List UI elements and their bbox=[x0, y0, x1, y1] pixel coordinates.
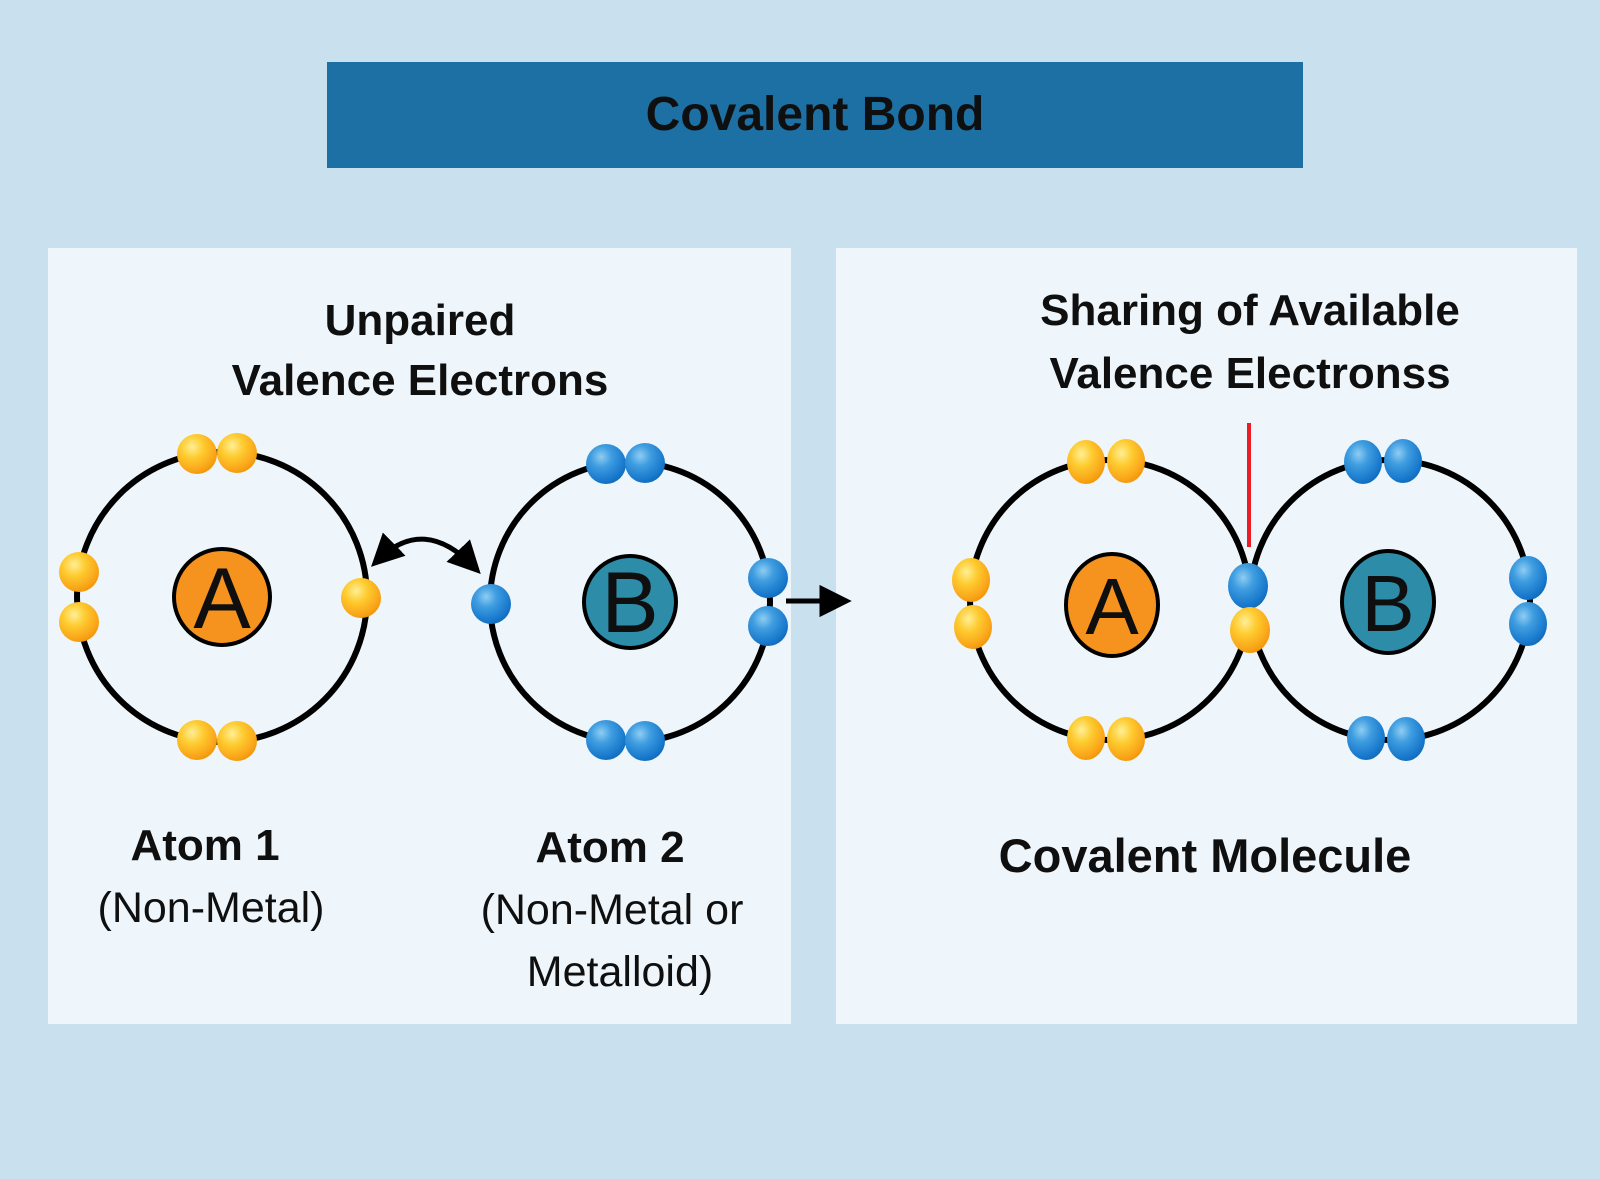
right-heading-line2: Valence Electronss bbox=[1049, 349, 1450, 398]
electron-blue bbox=[1387, 717, 1425, 761]
atom-a-symbol: A bbox=[193, 551, 251, 647]
electron-blue-unpaired bbox=[471, 584, 511, 624]
electron-blue bbox=[625, 443, 665, 483]
electron-yellow bbox=[952, 558, 990, 602]
electron-yellow bbox=[1107, 717, 1145, 761]
shared-electron-pair bbox=[1228, 563, 1270, 653]
electron-yellow bbox=[1107, 439, 1145, 483]
atom-b-electrons bbox=[471, 443, 788, 761]
atom2-type-line2: Metalloid) bbox=[527, 948, 713, 996]
electron-yellow bbox=[954, 605, 992, 649]
molecule-atom-b-nucleus bbox=[1340, 549, 1436, 655]
electron-yellow bbox=[1067, 440, 1105, 484]
electron-blue bbox=[748, 606, 788, 646]
electron-blue bbox=[748, 558, 788, 598]
electron-yellow bbox=[177, 434, 217, 474]
atom-b: B bbox=[471, 443, 788, 761]
atom-a: A bbox=[59, 433, 381, 761]
atom-b-nucleus bbox=[582, 554, 678, 650]
molecule-label: Covalent Molecule bbox=[999, 829, 1412, 882]
atom2-label: Atom 2 bbox=[535, 823, 684, 872]
left-panel bbox=[48, 248, 791, 1024]
electron-yellow-unpaired bbox=[341, 578, 381, 618]
electron-blue bbox=[1384, 439, 1422, 483]
atom-b-symbol: B bbox=[601, 555, 658, 651]
electron-yellow bbox=[59, 552, 99, 592]
atom2-type-line1: (Non-Metal or bbox=[481, 886, 744, 934]
atom-a-electrons bbox=[59, 433, 381, 761]
electron-yellow bbox=[217, 721, 257, 761]
left-heading-line2: Valence Electrons bbox=[232, 356, 609, 405]
molecule-atom-b-symbol: B bbox=[1361, 559, 1414, 648]
molecule-atom-a-electrons bbox=[952, 439, 1145, 761]
shared-electron-yellow bbox=[1230, 607, 1270, 653]
electron-blue bbox=[1509, 602, 1547, 646]
shared-electron-blue bbox=[1228, 563, 1268, 609]
title-bar bbox=[327, 62, 1303, 168]
molecule-atom-a-symbol: A bbox=[1085, 562, 1139, 651]
exchange-double-arrow bbox=[371, 532, 481, 575]
electron-blue bbox=[586, 720, 626, 760]
electron-blue bbox=[625, 721, 665, 761]
electron-yellow bbox=[1067, 716, 1105, 760]
electron-yellow bbox=[59, 602, 99, 642]
molecule-atom-a-nucleus bbox=[1064, 552, 1160, 658]
left-heading-line1: Unpaired bbox=[325, 296, 516, 345]
electron-blue bbox=[1344, 440, 1382, 484]
electron-blue bbox=[1509, 556, 1547, 600]
atom-a-nucleus bbox=[172, 547, 272, 647]
page-title: Covalent Bond bbox=[646, 88, 985, 141]
electron-yellow bbox=[217, 433, 257, 473]
electron-blue bbox=[586, 444, 626, 484]
molecule-atom-b: B bbox=[1247, 439, 1547, 761]
electron-yellow bbox=[177, 720, 217, 760]
atom1-label: Atom 1 bbox=[130, 821, 279, 870]
right-heading-line1: Sharing of Available bbox=[1040, 286, 1460, 335]
atom1-type: (Non-Metal) bbox=[98, 884, 325, 932]
molecule-atom-b-electrons bbox=[1344, 439, 1547, 761]
electron-blue bbox=[1347, 716, 1385, 760]
